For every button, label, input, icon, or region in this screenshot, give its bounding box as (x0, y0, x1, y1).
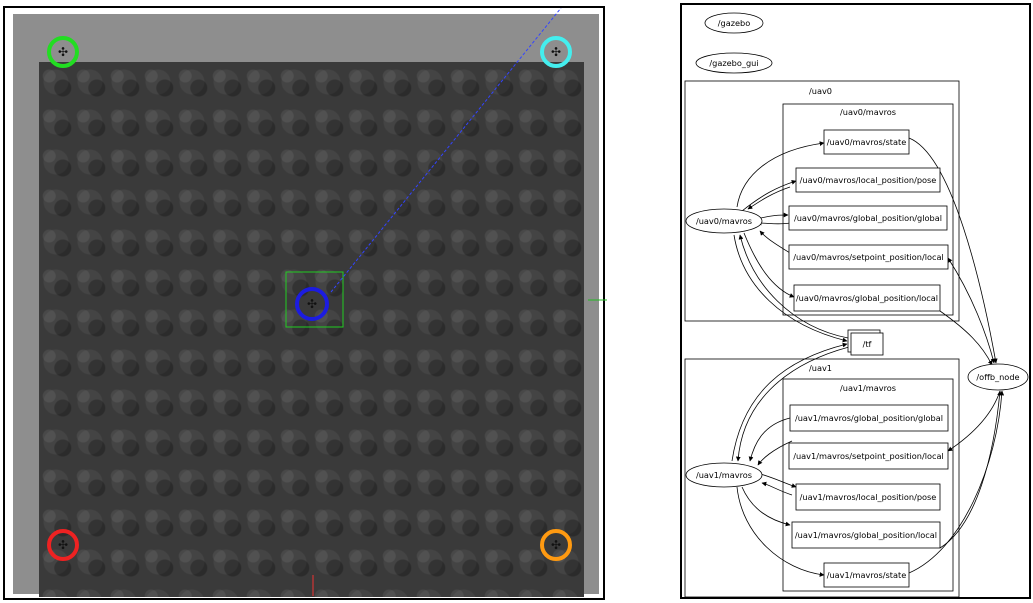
svg-text:/uav0/mavros/local_position/po: /uav0/mavros/local_position/pose (800, 175, 937, 185)
rqt-graph-panel[interactable]: /uav0 /uav0/mavros /uav1 /uav1/mavros (680, 3, 1031, 599)
quadcopter-icon[interactable]: ✣ (550, 45, 562, 59)
svg-text:/uav1/mavros/global_position/l: /uav1/mavros/global_position/local (795, 530, 937, 540)
edge (939, 390, 1002, 549)
edge (748, 417, 791, 462)
edge (743, 232, 795, 298)
topic-uav1-global-position-local[interactable]: /uav1/mavros/global_position/local (791, 521, 941, 549)
gazebo-viewport[interactable]: ✣ ✣ ✣ ✣ ✣ (3, 6, 607, 600)
cluster-uav1-mavros-label: /uav1/mavros (840, 383, 896, 393)
marker-green[interactable]: ✣ (47, 36, 79, 68)
edge (738, 234, 849, 339)
marker-blue[interactable]: ✣ (295, 287, 329, 321)
cluster-uav1-mavros (782, 378, 954, 592)
edge (908, 390, 1005, 574)
ground-plane (39, 62, 584, 597)
edge (757, 440, 793, 466)
node-uav1-mavros[interactable]: /uav1/mavros (685, 462, 763, 488)
topic-uav0-state[interactable]: /uav0/mavros/state (823, 129, 910, 155)
quadcopter-icon[interactable]: ✣ (57, 538, 69, 552)
node-offb-node[interactable]: /offb_node (967, 363, 1029, 391)
node-gazebo-gui[interactable]: /gazebo_gui (695, 52, 773, 74)
cluster-uav0-mavros (782, 103, 954, 316)
edge (947, 390, 1001, 452)
topic-uav1-state[interactable]: /uav1/mavros/state (823, 562, 910, 588)
quadcopter-icon[interactable]: ✣ (550, 538, 562, 552)
svg-text:/uav0/mavros/state: /uav0/mavros/state (827, 137, 907, 147)
edge (733, 234, 848, 343)
svg-text:/uav1/mavros/state: /uav1/mavros/state (827, 570, 907, 580)
edge (756, 220, 791, 226)
marker-cyan[interactable]: ✣ (540, 36, 572, 68)
marker-red[interactable]: ✣ (47, 529, 79, 561)
edge (759, 230, 791, 254)
cluster-uav1 (684, 358, 960, 597)
cluster-uav1-label: /uav1 (809, 363, 832, 373)
topic-uav0-local-position-pose[interactable]: /uav0/mavros/local_position/pose (795, 167, 941, 193)
svg-text:/uav1/mavros/setpoint_position: /uav1/mavros/setpoint_position/local (793, 451, 944, 461)
svg-text:/uav0/mavros/setpoint_position: /uav0/mavros/setpoint_position/local (793, 252, 944, 262)
topic-uav0-setpoint-position-local[interactable]: /uav0/mavros/setpoint_position/local (788, 244, 949, 270)
edge (741, 180, 797, 212)
edge (735, 346, 850, 462)
edge (761, 481, 793, 496)
cluster-uav0-label: /uav0 (809, 86, 832, 96)
cluster-uav0 (684, 80, 960, 322)
svg-text:/offb_node: /offb_node (976, 372, 1019, 382)
node-graph: /uav0 /uav0/mavros /uav1 /uav1/mavros (684, 12, 1029, 597)
svg-text:/uav1/mavros/local_position/po: /uav1/mavros/local_position/pose (800, 492, 937, 502)
topic-uav1-global-position-global[interactable]: /uav1/mavros/global_position/global (789, 404, 949, 432)
quadcopter-icon[interactable]: ✣ (306, 297, 318, 311)
edge (741, 486, 791, 527)
marker-orange[interactable]: ✣ (540, 529, 572, 561)
edge (736, 141, 825, 208)
svg-text:/uav1/mavros: /uav1/mavros (696, 470, 752, 480)
topic-uav0-global-position-global[interactable]: /uav0/mavros/global_position/global (788, 205, 948, 231)
svg-text:/tf: /tf (863, 339, 873, 349)
topic-uav1-setpoint-position-local[interactable]: /uav1/mavros/setpoint_position/local (788, 442, 949, 470)
edge (747, 186, 791, 210)
quadcopter-icon[interactable]: ✣ (57, 45, 69, 59)
svg-text:/uav0/mavros: /uav0/mavros (696, 216, 752, 226)
svg-text:/uav0/mavros/global_position/l: /uav0/mavros/global_position/local (796, 293, 938, 303)
node-gazebo[interactable]: /gazebo (704, 12, 764, 34)
topic-tf[interactable]: /tf (847, 329, 884, 356)
edge (947, 257, 996, 364)
edge (939, 310, 993, 366)
cluster-uav0-mavros-label: /uav0/mavros (840, 107, 896, 117)
node-uav0-mavros[interactable]: /uav0/mavros (685, 208, 763, 234)
topic-uav1-local-position-pose[interactable]: /uav1/mavros/local_position/pose (795, 483, 941, 511)
edge (731, 342, 848, 462)
topic-uav0-global-position-local[interactable]: /uav0/mavros/global_position/local (793, 284, 941, 312)
edge (756, 472, 797, 488)
svg-text:/gazebo: /gazebo (718, 18, 751, 28)
edge (736, 486, 825, 577)
svg-text:/uav1/mavros/global_position/g: /uav1/mavros/global_position/global (795, 413, 943, 423)
svg-text:/gazebo_gui: /gazebo_gui (709, 58, 758, 68)
svg-text:/uav0/mavros/global_position/g: /uav0/mavros/global_position/global (794, 213, 942, 223)
